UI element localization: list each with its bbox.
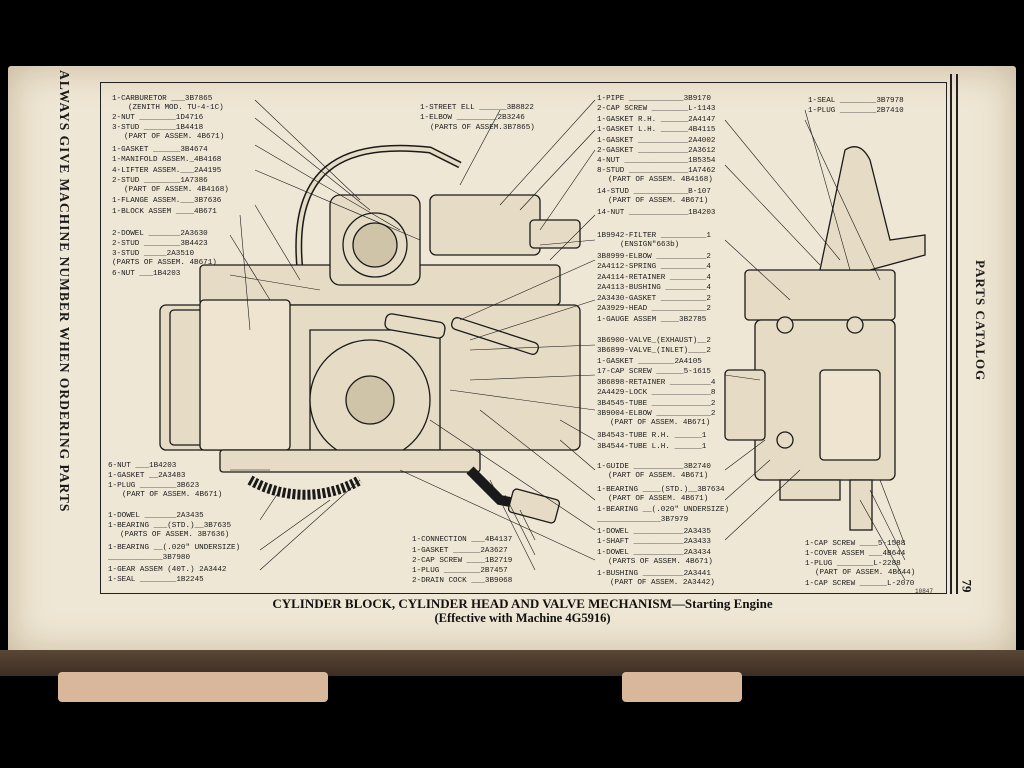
part-label: 1-PLUG ________L-2288 — [805, 560, 901, 568]
part-label: 1-GASKET ______3B4674 — [112, 146, 208, 154]
part-label: 3B9004-ELBOW ____________2 — [597, 410, 716, 418]
part-label: 2-NUT ________1D4716 — [112, 114, 204, 122]
part-label: 1-GASKET ________2A4105 — [597, 358, 702, 366]
part-label: (PART OF ASSEM. 4B644) — [815, 569, 916, 577]
part-label: 3B6900-VALVE_(EXHAUST)__2 — [597, 337, 711, 345]
part-label: (PART OF ASSEM. 4B4168) — [608, 176, 713, 184]
part-label: 1-GASKET ___________2A4002 — [597, 137, 716, 145]
book-page-edges — [0, 650, 1024, 676]
part-label: 1-PLUG ________3B623 — [108, 482, 200, 490]
margin-rule — [956, 74, 958, 594]
part-label: 2A4113-BUSHING _________4 — [597, 284, 711, 292]
part-label: 2A3929-HEAD ____________2 — [597, 305, 711, 313]
page-number: 79 — [959, 579, 975, 593]
part-label: 3B6898-RETAINER _________4 — [597, 379, 716, 387]
reference-number: 10847 — [915, 588, 934, 595]
part-label: 1-CARBURETOR ___3B7865 — [112, 95, 213, 103]
part-label: 1-BEARING ____(STD.)__3B7634 — [597, 486, 725, 494]
part-label: 8-STUD _____________1A7462 — [597, 167, 716, 175]
part-label: 1-SEAL ________1B2245 — [108, 576, 204, 584]
part-label: ______________3B7979 — [597, 516, 689, 524]
part-label: 1-PIPE ____________3B9170 — [597, 95, 711, 103]
part-label: 2-CAP SCREW ____1B2719 — [412, 557, 513, 565]
part-label: 1-BLOCK ASSEM ____4B671 — [112, 208, 217, 216]
part-label: (PARTS OF ASSEM. 4B671) — [608, 558, 713, 566]
bottom-black-bar — [0, 710, 1024, 768]
margin-rule — [950, 74, 952, 594]
part-label: 3-STUD _______1B4418 — [112, 124, 204, 132]
part-label: 1-GUIDE ___________3B2740 — [597, 463, 711, 471]
part-label: 2-STUD ________1A7386 — [112, 177, 208, 185]
part-label: 1-STREET ELL ______3B8822 — [420, 104, 534, 112]
part-label: (PART OF ASSEM. 4B671) — [610, 419, 711, 427]
part-label: 6-NUT ___1B4203 — [112, 270, 181, 278]
part-label: 1-COVER ASSEM ___4B644 — [805, 550, 906, 558]
part-label: 1-GASKET L.H. ______4B4115 — [597, 126, 716, 134]
part-label: (PART OF ASSEM. 4B671) — [124, 133, 225, 141]
part-label: 2-CAP SCREW ________L-1143 — [597, 105, 716, 113]
part-label: 1-ELBOW _________2B3246 — [420, 114, 525, 122]
part-label: 1-GASKET R.H. ______2A4147 — [597, 116, 716, 124]
part-label: 3B8999-ELBOW ___________2 — [597, 253, 711, 261]
part-label: 2-STUD ________3B4423 — [112, 240, 208, 248]
part-label: (PART OF ASSEM. 4B671) — [608, 472, 709, 480]
torn-paper-strip — [58, 672, 328, 702]
part-label: (PARTS OF ASSEM. 4B671) — [112, 259, 217, 267]
part-label: 2-GASKET ___________2A3612 — [597, 147, 716, 155]
part-label: 1-GASKET ______2A3627 — [412, 547, 508, 555]
part-label: 2A3430-GASKET __________2 — [597, 295, 711, 303]
part-label: 1-PLUG ________2B7410 — [808, 107, 904, 115]
part-label: 1-BUSHING _________2A3441 — [597, 570, 711, 578]
part-label: 2A4114-RETAINER ________4 — [597, 274, 711, 282]
part-label: 4-LIFTER ASSEM.___2A4195 — [112, 167, 222, 175]
part-label: 1-PLUG ________2B7457 — [412, 567, 508, 575]
part-label: (PART OF ASSEM. 2A3442) — [610, 579, 715, 587]
part-label: 1-BEARING ___(STD.)__3B7635 — [108, 522, 232, 530]
part-label: 1-FLANGE ASSEM.___3B7636 — [112, 197, 222, 205]
part-label: 1-CONNECTION ___4B4137 — [412, 536, 513, 544]
part-label: 14-NUT _____________1B4203 — [597, 209, 716, 217]
part-label: 1-MANIFOLD ASSEM._4B4168 — [112, 156, 222, 164]
part-label: 1-BEARING __(.020" UNDERSIZE) — [108, 544, 241, 552]
figure-caption: CYLINDER BLOCK, CYLINDER HEAD AND VALVE … — [272, 596, 773, 611]
part-label: 1-GAUGE ASSEM ____3B2785 — [597, 316, 707, 324]
part-label: 1-GASKET __2A3483 — [108, 472, 186, 480]
part-label: 3B4543-TUBE R.H. ______1 — [597, 432, 707, 440]
part-label: 1-DOWEL _______2A3435 — [108, 512, 204, 520]
diagram-frame — [100, 82, 947, 594]
part-label: 2A4429-LOCK _____________8 — [597, 389, 716, 397]
part-label: 4-NUT ______________1B5354 — [597, 157, 716, 165]
part-label: (ZENITH MOD. TU-4-1C) — [128, 104, 224, 112]
part-label: 3B4544-TUBE L.H. ______1 — [597, 443, 707, 451]
part-label: (PART OF ASSEM. 4B671) — [608, 495, 709, 503]
part-label: 1-CAP SCREW ____5-1588 — [805, 540, 906, 548]
part-label: 6-NUT ___1B4203 — [108, 462, 177, 470]
part-label: (PART OF ASSEM. 4B4168) — [124, 186, 229, 194]
part-label: 14-STUD ____________B-107 — [597, 188, 711, 196]
part-label: 1-GEAR ASSEM (40T.) 2A3442 — [108, 566, 227, 574]
part-label: 1B9942-FILTER __________1 — [597, 232, 711, 240]
torn-paper-strip — [622, 672, 742, 702]
part-label: (PART OF ASSEM. 4B671) — [608, 197, 709, 205]
part-label: 1-BEARING __(.020" UNDERSIZE) — [597, 506, 730, 514]
part-label: 17-CAP SCREW ______5-1615 — [597, 368, 711, 376]
figure-subcaption: (Effective with Machine 4G5916) — [434, 611, 611, 625]
part-label: 2-DOWEL _______2A3630 — [112, 230, 208, 238]
part-label: (ENSIGN"663b) — [620, 241, 680, 249]
part-label: 3B6899-VALVE_(INLET)____2 — [597, 347, 711, 355]
part-label: 1-SHAFT ___________2A3433 — [597, 538, 711, 546]
part-label: (PARTS OF ASSEM.3B7865) — [430, 124, 535, 132]
part-label: 1-DOWEL ___________2A3434 — [597, 549, 711, 557]
part-label: ____________3B7980 — [108, 554, 191, 562]
part-label: 2-DRAIN COCK ___3B9068 — [412, 577, 513, 585]
part-label: 1-DOWEL ___________2A3435 — [597, 528, 711, 536]
part-label: 3-STUD _____2A3510 — [112, 250, 195, 258]
part-label: 2A4112-SPRING __________4 — [597, 263, 711, 271]
part-label: 1-CAP SCREW ______L-2070 — [805, 580, 915, 588]
part-label: 3B4545-TUBE _____________2 — [597, 400, 716, 408]
part-label: 1-SEAL ________3B7978 — [808, 97, 904, 105]
part-label: (PART OF ASSEM. 4B671) — [122, 491, 223, 499]
part-label: (PARTS OF ASSEM. 3B7636) — [120, 531, 230, 539]
